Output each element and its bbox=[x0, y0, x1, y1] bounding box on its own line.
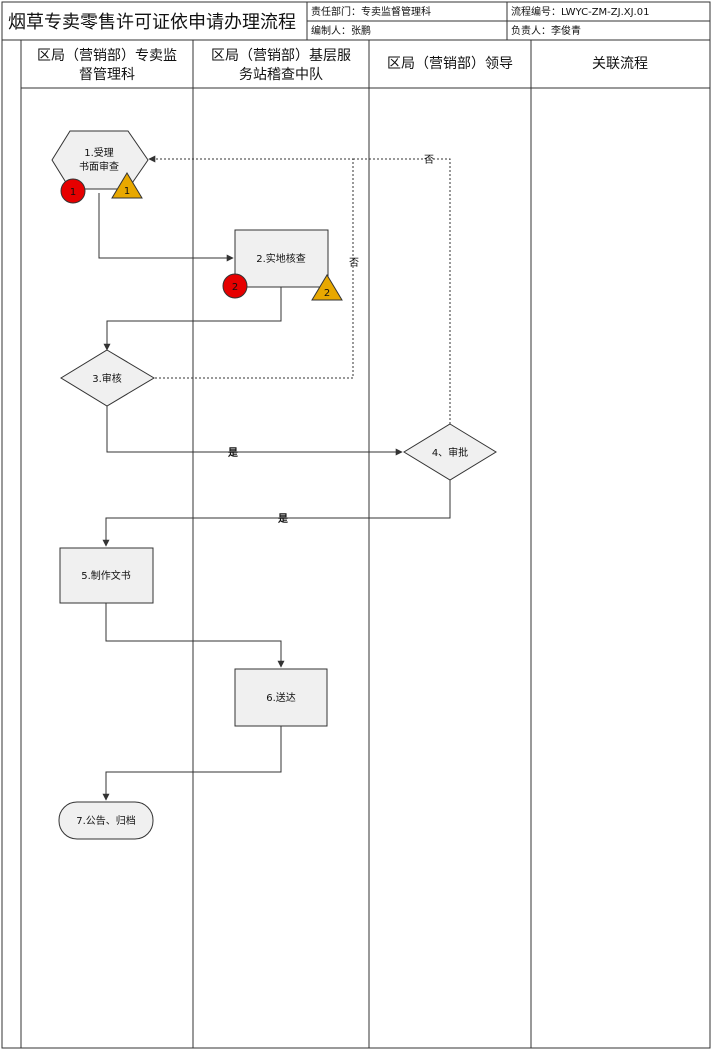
lane-1-line-2: 督管理科 bbox=[79, 67, 135, 83]
edge-5-to-6 bbox=[105, 603, 285, 668]
header: 烟草专卖零售许可证依申请办理流程 责任部门：专卖监督管理科 流程编号：LWYC-… bbox=[1, 1, 711, 41]
risk-marker-2: 2 bbox=[222, 273, 248, 299]
page-title: 烟草专卖零售许可证依申请办理流程 bbox=[8, 12, 296, 33]
lane-header-leadership: 区局（营销部）领导 bbox=[387, 56, 513, 72]
node-7-label: 7.公告、归档 bbox=[76, 814, 136, 827]
lane-2-line-1: 区局（营销部）基层服 bbox=[211, 47, 351, 64]
lane-3-line-1: 区局（营销部）领导 bbox=[387, 56, 513, 72]
swimlanes: 区局（营销部）专卖监 督管理科 区局（营销部）基层服 务站稽查中队 区局（营销部… bbox=[1, 39, 711, 1049]
node-1-label-line-1: 1.受理 bbox=[84, 147, 114, 159]
risk-marker-2-number: 2 bbox=[232, 282, 238, 293]
warning-triangle-1-number: 1 bbox=[124, 186, 130, 197]
node-5-make-documents: 5.制作文书 bbox=[59, 547, 154, 604]
lane-header-related-process: 关联流程 bbox=[592, 56, 648, 72]
node-7-publish-archive: 7.公告、归档 bbox=[58, 801, 154, 840]
lane-4-line-1: 关联流程 bbox=[592, 56, 648, 72]
warning-triangle-2-number: 2 bbox=[324, 288, 330, 299]
process-code: 流程编号：LWYC-ZM-ZJ.XJ.01 bbox=[511, 5, 649, 18]
node-5-label: 5.制作文书 bbox=[81, 569, 131, 582]
edge-6-to-7 bbox=[102, 726, 282, 801]
node-3-label: 3.审核 bbox=[92, 372, 122, 385]
owner: 负责人：李俊青 bbox=[511, 24, 581, 37]
warning-triangle-1: 1 bbox=[111, 172, 143, 199]
responsible-dept: 责任部门：专卖监督管理科 bbox=[311, 5, 431, 18]
node-3-review: 3.审核 bbox=[60, 349, 155, 407]
label-yes-2: 是 bbox=[277, 513, 288, 525]
node-4-approval: 4、审批 bbox=[403, 423, 497, 481]
label-no-side: 否 bbox=[349, 257, 359, 269]
lane-header-service-station: 区局（营销部）基层服 务站稽查中队 bbox=[211, 47, 351, 83]
node-2-site-inspection: 2.实地核查 bbox=[234, 229, 329, 288]
label-yes-1: 是 bbox=[227, 447, 238, 459]
edge-1-to-2 bbox=[98, 193, 234, 262]
edge-2-to-3 bbox=[103, 286, 282, 351]
lane-1-line-1: 区局（营销部）专卖监 bbox=[37, 48, 177, 64]
edge-4-to-5 bbox=[102, 480, 451, 547]
connectors bbox=[98, 155, 451, 801]
node-1-accept-review: 1.受理 书面审查 bbox=[51, 130, 149, 190]
node-6-label: 6.送达 bbox=[266, 691, 296, 704]
editor: 编制人：张鹏 bbox=[311, 24, 371, 37]
warning-triangle-2: 2 bbox=[311, 274, 343, 301]
edge-labels: 否 否 是 是 bbox=[227, 154, 434, 525]
lane-header-supervision: 区局（营销部）专卖监 督管理科 bbox=[37, 48, 177, 83]
node-1-label-line-2: 书面审查 bbox=[79, 160, 119, 173]
lane-2-line-2: 务站稽查中队 bbox=[239, 67, 323, 83]
risk-marker-1: 1 bbox=[60, 178, 86, 204]
risk-marker-1-number: 1 bbox=[70, 187, 76, 198]
edge-4-reject bbox=[353, 158, 451, 424]
edge-3-to-4 bbox=[106, 406, 403, 456]
label-no-top: 否 bbox=[424, 154, 434, 166]
node-2-label: 2.实地核查 bbox=[256, 252, 306, 265]
node-6-deliver: 6.送达 bbox=[234, 668, 328, 727]
node-4-label: 4、审批 bbox=[432, 446, 468, 459]
